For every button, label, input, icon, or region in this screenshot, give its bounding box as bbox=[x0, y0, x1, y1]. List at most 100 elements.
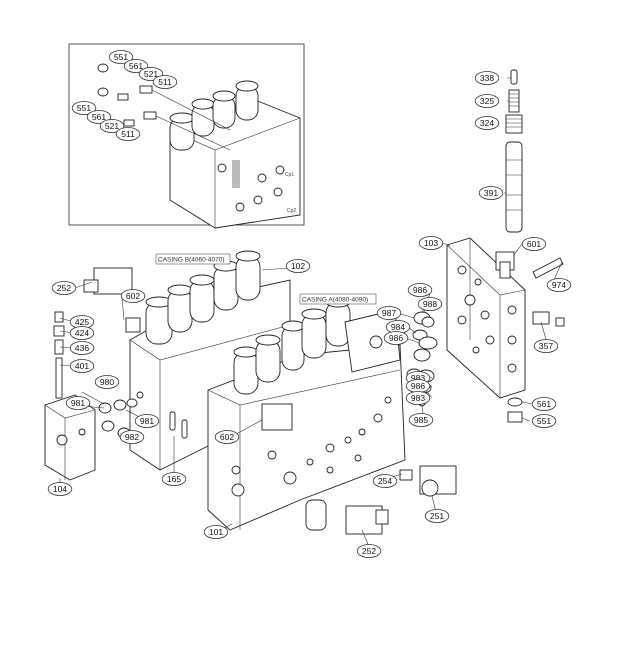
part-callout-bubble bbox=[372, 474, 398, 488]
part-callout-label: 602 bbox=[126, 291, 140, 301]
part-callout: 602 bbox=[214, 430, 240, 444]
part-callout: 104 bbox=[47, 482, 73, 496]
spool-assembly bbox=[505, 69, 523, 233]
part-callout-bubble bbox=[376, 306, 402, 320]
solenoid-252-top bbox=[93, 267, 133, 295]
part-callout-bubble bbox=[407, 283, 433, 297]
inset-ports bbox=[217, 160, 285, 212]
part-callout-label: 252 bbox=[362, 546, 376, 556]
bolt-974 bbox=[532, 257, 564, 279]
inset-callout: 511 bbox=[152, 75, 178, 89]
part-callout-bubble bbox=[203, 525, 229, 539]
part-callout: 987 bbox=[376, 306, 402, 320]
part-callout-label: 252 bbox=[57, 283, 71, 293]
part-callout: 254 bbox=[372, 474, 398, 488]
inset-port-label: Cp1 bbox=[285, 172, 294, 178]
part-338 bbox=[510, 69, 518, 85]
part-callout: 325 bbox=[474, 94, 500, 108]
part-callout-bubble bbox=[65, 396, 91, 410]
part-callout-label: 986 bbox=[413, 285, 427, 295]
part-callout: 391 bbox=[478, 186, 504, 200]
part-callout-label: 602 bbox=[220, 432, 234, 442]
inset-callout-bubble bbox=[71, 101, 97, 115]
part-callout-label: 551 bbox=[537, 416, 551, 426]
part-callout-label: 101 bbox=[209, 527, 223, 537]
inset-callout: 551 bbox=[108, 50, 134, 64]
solenoid-602 bbox=[261, 403, 293, 431]
inset-solenoids bbox=[169, 80, 259, 151]
part-callout-label: 986 bbox=[389, 333, 403, 343]
part-callout-bubble bbox=[474, 71, 500, 85]
part-callout-bubble bbox=[408, 413, 434, 427]
part-callout-label: 391 bbox=[484, 188, 498, 198]
group-label-casing-b: CASING B(4060-4070) bbox=[155, 253, 231, 265]
part-callout-bubble bbox=[69, 326, 95, 340]
part-callout-bubble bbox=[478, 186, 504, 200]
group-label-casing-a: CASING A(4080-4090) bbox=[299, 293, 377, 305]
inset-callout-bubble bbox=[115, 127, 141, 141]
part-callout: 981 bbox=[134, 414, 160, 428]
part-callout-label: 324 bbox=[480, 118, 494, 128]
part-callout-label: 338 bbox=[480, 73, 494, 83]
part-callout: 251 bbox=[424, 509, 450, 523]
inset-fittings bbox=[97, 63, 231, 151]
part-callout-bubble bbox=[69, 341, 95, 355]
inset-callout-label: 521 bbox=[105, 121, 119, 131]
inset-callout-label: 521 bbox=[144, 69, 158, 79]
casing-b-solenoids bbox=[145, 250, 261, 345]
part-callout-bubble bbox=[69, 359, 95, 373]
part-callout-label: 102 bbox=[291, 261, 305, 271]
part-callout: 981 bbox=[65, 396, 91, 410]
part-callout-label: 251 bbox=[430, 511, 444, 521]
part-callout: 165 bbox=[161, 472, 187, 486]
part-callout-label: 984 bbox=[391, 322, 405, 332]
casing-a-ports bbox=[231, 396, 392, 497]
part-callout: 988 bbox=[417, 297, 443, 311]
inset-callout-bubble bbox=[86, 110, 112, 124]
part-callout: 424 bbox=[69, 326, 95, 340]
part-callout-label: 325 bbox=[480, 96, 494, 106]
part-391-spool bbox=[505, 141, 523, 233]
part-callout-bubble bbox=[405, 391, 431, 405]
part-callout: 252 bbox=[51, 281, 77, 295]
part-425 bbox=[54, 311, 64, 323]
part-callout-bubble bbox=[383, 331, 409, 345]
part-callout-label: 985 bbox=[414, 415, 428, 425]
part-324 bbox=[505, 114, 523, 134]
part-callout: 986 bbox=[405, 379, 431, 393]
part-callout-bubble bbox=[424, 509, 450, 523]
part-callout: 986 bbox=[383, 331, 409, 345]
part-callout-bubble bbox=[418, 236, 444, 250]
casing-b-ports bbox=[136, 391, 188, 439]
inset-port-label: Cp2 bbox=[287, 208, 296, 214]
part-callout: 551 bbox=[531, 414, 557, 428]
left-parts bbox=[44, 311, 138, 481]
casing-a bbox=[207, 296, 457, 535]
part-callout: 103 bbox=[418, 236, 444, 250]
part-callout-bubble bbox=[120, 289, 146, 303]
part-callout-label: 401 bbox=[75, 361, 89, 371]
part-callout-label: 436 bbox=[75, 343, 89, 353]
group-label-text: CASING A(4080-4090) bbox=[302, 297, 368, 304]
part-callout-label: 357 bbox=[539, 341, 553, 351]
part-callout-bubble bbox=[531, 397, 557, 411]
part-callout-bubble bbox=[51, 281, 77, 295]
part-callout-label: 980 bbox=[100, 377, 114, 387]
part-callout-label: 987 bbox=[382, 308, 396, 318]
inset-callout: 561 bbox=[86, 110, 112, 124]
group-label-text: CASING B(4060-4070) bbox=[158, 257, 224, 264]
part-callout: 401 bbox=[69, 359, 95, 373]
inset-callout: 551 bbox=[71, 101, 97, 115]
inset-callout-bubble bbox=[123, 59, 149, 73]
part-callout-label: 601 bbox=[527, 239, 541, 249]
plug-357 bbox=[532, 311, 550, 325]
part-callout-label: 425 bbox=[75, 317, 89, 327]
part-callout-bubble bbox=[134, 414, 160, 428]
part-callout: 101 bbox=[203, 525, 229, 539]
inset-callout-label: 551 bbox=[77, 103, 91, 113]
inset-callout-label: 551 bbox=[114, 52, 128, 62]
